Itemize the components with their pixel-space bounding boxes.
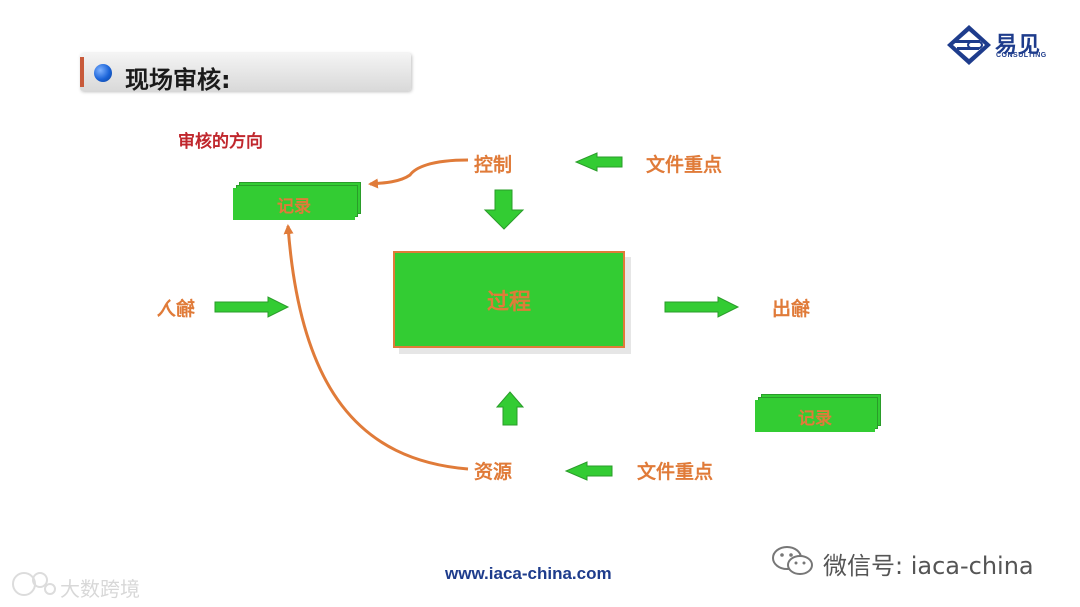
direction-label: 审核的方向 — [178, 132, 263, 152]
node-control: 控制 — [474, 154, 513, 176]
node-doc-focus-top: 文件重点 — [646, 154, 723, 176]
bullet-icon — [94, 64, 112, 82]
title-accent — [80, 57, 84, 87]
node-output: 输出 — [772, 294, 810, 321]
logo-icon — [947, 25, 991, 65]
connector-resource-record — [283, 224, 469, 471]
watermark-icon — [12, 572, 56, 596]
title-bar — [80, 53, 411, 91]
logo-subtitle: CONSULTING — [996, 52, 1047, 59]
arrow-doc-to-control — [574, 152, 623, 172]
arrow-resource-to-process — [495, 391, 525, 426]
arrow-doc-to-resource — [564, 461, 613, 481]
footer-url[interactable]: www.iaca-china.com — [445, 564, 612, 583]
node-resource: 资源 — [474, 461, 513, 483]
output-label: 输出 — [772, 298, 811, 320]
input-label: 输入 — [157, 298, 196, 320]
arrow-control-to-process — [483, 189, 525, 230]
connector-control-record — [368, 158, 469, 189]
node-process: 过程 — [393, 251, 625, 348]
wechat-id: 微信号: iaca-china — [823, 552, 1034, 580]
node-doc-focus-bottom: 文件重点 — [637, 461, 714, 483]
logo-name: 易见 — [995, 33, 1042, 58]
record-top: 记录 — [233, 188, 355, 220]
arrow-input-to-process — [214, 296, 290, 318]
wechat-icon — [772, 546, 813, 575]
arrow-process-to-output — [664, 296, 740, 318]
node-input: 输入 — [157, 294, 195, 321]
watermark-text: 大数跨境 — [60, 577, 140, 601]
page-title: 现场审核: — [125, 66, 231, 94]
record-bottom: 记录 — [755, 400, 875, 432]
